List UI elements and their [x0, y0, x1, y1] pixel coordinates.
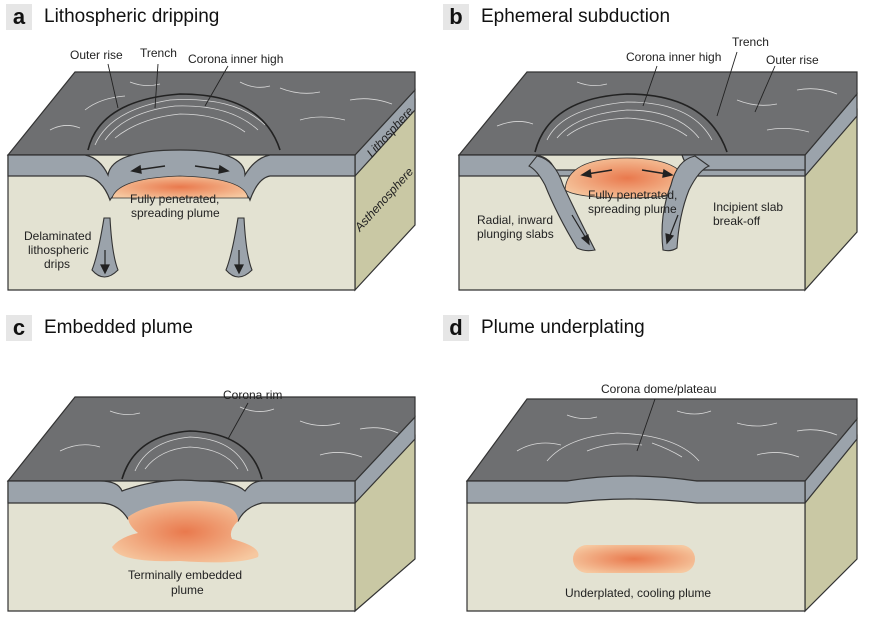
panel-title: Lithospheric dripping — [44, 6, 220, 27]
block-diagram: Corona rim Terminally embedded plume — [6, 388, 416, 613]
panel-letter: c — [6, 315, 32, 341]
surface-fractures — [516, 410, 838, 462]
panel-letter: d — [443, 315, 469, 341]
panel-letter: b — [443, 4, 469, 30]
block-diagram: Corona dome/plateau Underplated, cooling… — [465, 382, 858, 613]
leader-lines — [642, 51, 776, 117]
label-drips-line2: lithospheric — [28, 243, 89, 257]
block-top-surface — [6, 71, 416, 156]
label-plume: Underplated, cooling plume — [565, 586, 711, 600]
label-dome: Corona dome/plateau — [601, 382, 716, 396]
panel-letter: a — [6, 4, 32, 30]
front-asthenosphere — [7, 154, 356, 291]
panel-b: b Ephemeral subduction — [437, 0, 873, 310]
surface-fractures — [496, 81, 838, 141]
front-lithosphere — [466, 475, 806, 504]
panel-c-header: c Embedded plume — [6, 315, 193, 341]
plume — [112, 501, 259, 563]
drip-arrows — [100, 250, 244, 275]
block-top-surface — [6, 396, 416, 482]
label-inner-high: Corona inner high — [626, 50, 721, 64]
label-slabs-line2: plunging slabs — [477, 227, 554, 241]
label-breakoff-line2: break-off — [713, 214, 761, 228]
panel-title: Embedded plume — [44, 317, 193, 338]
plume — [111, 175, 249, 199]
panel-title: Plume underplating — [481, 317, 645, 338]
label-trench: Trench — [140, 46, 177, 60]
label-inner-high: Corona inner high — [188, 52, 283, 66]
lithospheric-drips — [91, 217, 253, 278]
label-outer-rise: Outer rise — [766, 53, 819, 67]
surface-fractures — [59, 406, 399, 472]
leader-lines — [227, 402, 249, 440]
label-drips-line1: Delaminated — [24, 229, 91, 243]
label-rim: Corona rim — [223, 388, 282, 402]
block-diagram: Outer rise Trench Corona inner high Lith… — [6, 46, 416, 292]
panel-title: Ephemeral subduction — [481, 6, 671, 27]
leader-lines — [107, 63, 229, 109]
label-breakoff-line1: Incipient slab — [713, 200, 783, 214]
panel-d-header: d Plume underplating — [443, 315, 645, 341]
spreading-arrows — [130, 164, 230, 174]
label-plume-line1: Terminally embedded — [128, 568, 242, 582]
label-plume-line1: Fully penetrated, — [130, 192, 219, 206]
label-outer-rise: Outer rise — [70, 48, 123, 62]
panel-a: a Lithospheric dripping — [0, 0, 436, 310]
label-plume-line2: plume — [171, 583, 204, 597]
surface-fractures — [49, 81, 393, 146]
panel-a-header: a Lithospheric dripping — [6, 4, 219, 30]
block-diagram: Corona inner high Trench Outer rise Full… — [457, 35, 858, 292]
label-plume-line2: spreading plume — [588, 202, 677, 216]
slab-arrows — [571, 214, 679, 246]
panel-b-header: b Ephemeral subduction — [443, 4, 670, 30]
trench-ring — [87, 93, 281, 151]
block-top-surface — [465, 398, 858, 482]
label-trench: Trench — [732, 35, 769, 49]
label-plume-line1: Fully penetrated, — [588, 188, 677, 202]
leader-lines — [636, 398, 656, 452]
trench-ring — [534, 93, 728, 153]
plume — [573, 545, 695, 573]
label-plume-line2: spreading plume — [131, 206, 220, 220]
panel-d: d Plume underplating Corona dome/plateau… — [437, 311, 873, 621]
label-drips-line3: drips — [44, 257, 70, 271]
panel-c: c Embedded plume Corona rim Terminally e… — [0, 311, 436, 621]
label-slabs-line1: Radial, inward — [477, 213, 553, 227]
rim-ring — [121, 430, 263, 480]
spreading-arrows — [580, 168, 674, 178]
